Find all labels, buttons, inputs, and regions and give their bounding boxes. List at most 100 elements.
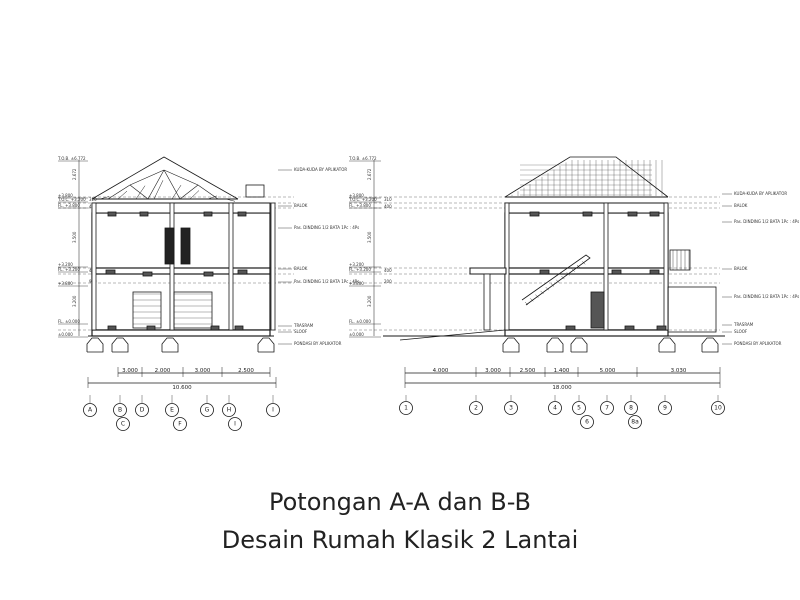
grid-bubble-a-H-label: H — [227, 407, 232, 414]
stair-step-b — [571, 268, 575, 272]
grid-bubble-a-G — [200, 403, 214, 417]
column-a — [169, 202, 175, 331]
truss-web-a — [135, 185, 146, 200]
stair-step-b — [556, 279, 560, 283]
fixture-a — [234, 325, 244, 331]
grid-bubble-a-A — [83, 403, 97, 417]
level-label-b-3: FL. +3.800 — [349, 203, 371, 208]
stair-step-b — [561, 275, 565, 280]
note-a-4: Pas. DINDING 1/2 BATA 1Pc : 4Ps — [294, 279, 359, 284]
grid-bubble-b-9 — [658, 401, 672, 415]
fixture-a — [142, 271, 153, 277]
grid-bubble-a-lower-0 — [116, 417, 130, 431]
level-label-b-1: +3.800 — [349, 193, 364, 198]
note-a-6: SLOOF — [294, 329, 308, 334]
footing-a — [161, 337, 179, 353]
grid-bubble-a-lower-2-label: I — [234, 421, 236, 428]
dim-b-1: 3.000 — [485, 368, 501, 374]
fixture-b — [649, 211, 660, 217]
vertical-dim-b-0: 2.672 — [367, 168, 372, 180]
level-label-a-5: FL. +3.200 — [58, 267, 80, 272]
porch-column-b — [483, 273, 491, 331]
grid-bubble-b-1 — [399, 401, 413, 415]
grid-bubble-a-D-label: D — [140, 407, 145, 414]
grid-bubble-a-E-label: E — [170, 407, 174, 414]
stair-step-b — [535, 294, 539, 298]
water-tank-a — [245, 184, 265, 198]
fixture-b — [611, 269, 622, 275]
grid-bubble-b-lower-0 — [580, 415, 594, 429]
footing-a — [111, 337, 129, 353]
stair-step-b — [545, 287, 549, 291]
driveway-b — [399, 329, 506, 341]
column-a — [228, 202, 234, 331]
vertical-dim-b-2: 3.200 — [367, 295, 372, 307]
dim-a-3: 2.500 — [238, 368, 254, 374]
note-b-5: TRASRAM — [733, 322, 754, 327]
stair-step-b — [576, 264, 581, 269]
grid-bubble-a-I-label: I — [272, 407, 274, 414]
door-a-2 — [173, 291, 213, 329]
fixture-a — [107, 325, 117, 331]
window-a-2 — [180, 227, 191, 265]
grid-bubble-a-I — [266, 403, 280, 417]
stack-dim-b-1: 400 — [384, 204, 392, 209]
footing-b — [502, 337, 520, 353]
level-label-a-1: +3.800 — [58, 193, 73, 198]
fixture-b — [656, 325, 667, 331]
staircase-b — [521, 254, 591, 306]
note-b-4: Pas. DINDING 1/2 BATA 1Pc : 4Ps — [734, 294, 799, 299]
level-label-b-4: +3.200 — [349, 262, 364, 267]
door-a-1 — [132, 291, 162, 329]
grid-bubble-b-5-label: 5 — [577, 405, 581, 412]
note-b-2: Pas. DINDING 1/2 BATA 1Pc : 4Ps — [734, 219, 799, 224]
fixture-a — [237, 269, 248, 275]
stack-dim-b-0: 310 — [384, 197, 392, 202]
dim-b-3: 1.400 — [554, 368, 570, 374]
stack-dim-b-3: 200 — [384, 279, 392, 284]
dim-b-0: 4.000 — [433, 368, 449, 374]
note-b-3: BALOK — [734, 266, 748, 271]
fixture-a — [203, 211, 213, 217]
truss-member-a — [147, 169, 165, 200]
stair-step-b — [540, 290, 544, 295]
grid-bubble-a-E — [165, 403, 179, 417]
fixture-b — [627, 211, 638, 217]
footing-a — [86, 337, 104, 353]
fixture-b — [565, 325, 576, 331]
fixture-a — [237, 211, 247, 217]
stair-step-b — [566, 272, 570, 276]
dim-total-b: 18.000 — [552, 385, 572, 391]
fixture-a — [146, 325, 156, 331]
stair-step-b — [530, 298, 534, 302]
level-label-a-0: T.O.B. ±6.772 — [57, 156, 86, 161]
door-b — [590, 291, 605, 329]
stair-step-b — [582, 261, 586, 265]
vertical-dim-b-1: 3.500 — [367, 231, 372, 243]
truss-member-a — [197, 184, 219, 200]
level-label-a-4: +3.200 — [58, 262, 73, 267]
grid-bubble-b-10 — [711, 401, 725, 415]
level-label-a-8: ±0.000 — [58, 332, 73, 337]
note-a-7: PONDASI BY APLIKATOR — [294, 341, 342, 346]
fixture-b — [582, 211, 593, 217]
truss-web-a — [225, 198, 236, 202]
grid-bubble-a-lower-1 — [173, 417, 187, 431]
level-label-b-7: FL. ±0.000 — [349, 319, 371, 324]
grid-bubble-a-lower-0-label: C — [121, 421, 125, 428]
truss-web-a — [207, 195, 218, 200]
truss-member-a — [163, 169, 181, 200]
note-b-6: SLOOF — [734, 329, 748, 334]
window-a-1 — [164, 227, 175, 265]
footing-b — [658, 337, 676, 353]
level-label-b-2: T.O.C. +3.200 — [348, 197, 377, 202]
level-label-a-7: FL. ±0.000 — [58, 319, 80, 324]
fixture-a — [105, 269, 116, 275]
footing-b — [701, 337, 719, 353]
note-b-1: BALOK — [734, 203, 748, 208]
sloof-b — [504, 329, 669, 337]
grid-bubble-a-G-label: G — [205, 407, 210, 414]
stack-dim-b-2: 400 — [384, 268, 392, 273]
level-label-a-2: T.O.C. +3.200 — [57, 197, 86, 202]
level-label-b-8: ±0.000 — [349, 332, 364, 337]
